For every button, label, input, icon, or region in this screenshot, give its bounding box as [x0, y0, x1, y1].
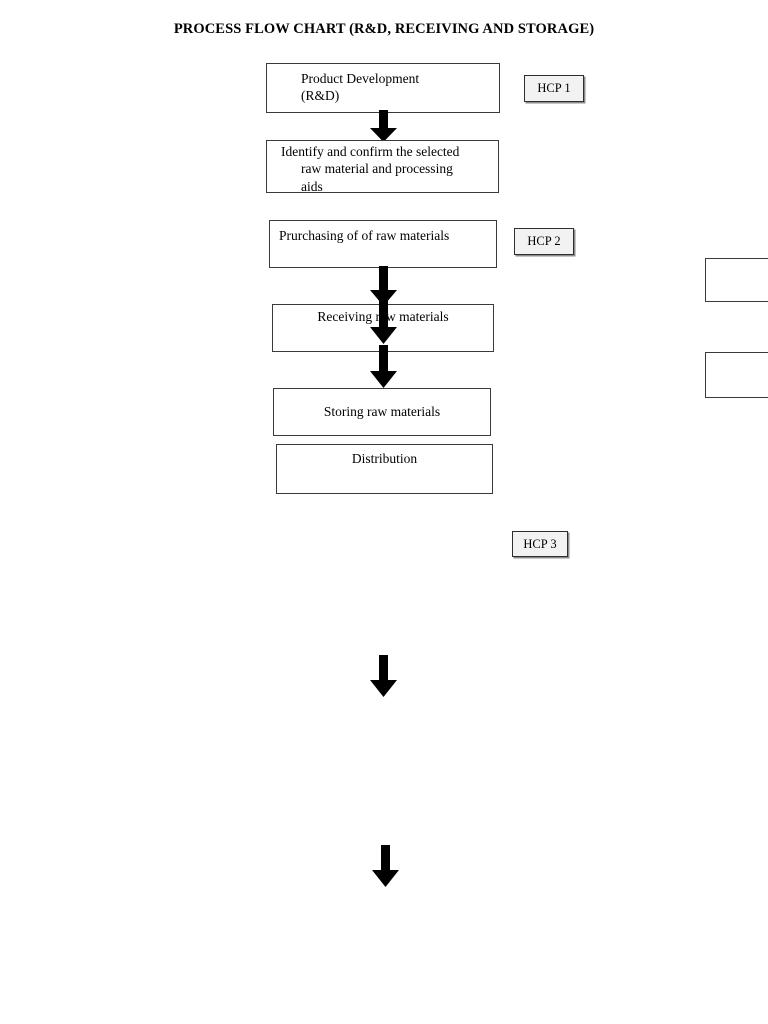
down-arrow-icon	[370, 345, 397, 388]
process-box-distribution: Distribution	[276, 444, 493, 494]
partial-box-2	[705, 352, 768, 398]
hcp-tag-label: HCP 2	[527, 234, 561, 249]
process-box-line: (R&D)	[301, 88, 340, 104]
page-title: PROCESS FLOW CHART (R&D, RECEIVING AND S…	[173, 21, 595, 37]
process-box-text: Prurchasing of of raw materials	[279, 228, 450, 243]
process-box-storing: Storing raw materials	[273, 388, 491, 436]
hcp-tag-1: HCP 1	[524, 75, 584, 102]
down-arrow-icon	[370, 300, 397, 344]
process-box-text: Identify and confirm the selected raw ma…	[267, 143, 498, 195]
process-box-text: Product Development (R&D)	[267, 70, 499, 105]
process-box-purchasing: Prurchasing of of raw materials	[269, 220, 497, 268]
process-box-text: Distribution	[351, 451, 418, 466]
process-box-line: Product Development	[301, 71, 420, 86]
down-arrow-icon	[372, 845, 399, 887]
process-box-product-development: Product Development (R&D)	[266, 63, 500, 113]
process-box-identify-confirm: Identify and confirm the selected raw ma…	[266, 140, 499, 195]
hcp-tag-2: HCP 2	[514, 228, 574, 255]
down-arrow-icon	[370, 110, 397, 142]
hcp-tag-label: HCP 1	[537, 81, 571, 96]
down-arrow-icon	[370, 655, 397, 697]
process-box-line: Identify and confirm the selected	[281, 144, 460, 159]
hcp-tag-label: HCP 3	[523, 536, 557, 551]
process-box-text: Storing raw materials	[323, 404, 441, 419]
hcp-tag-3: HCP 3	[512, 531, 568, 557]
process-box-line: aids	[301, 178, 323, 194]
down-arrow-icon	[370, 266, 397, 306]
process-box-line: raw material and processing	[301, 161, 453, 177]
partial-box-1	[705, 258, 768, 302]
